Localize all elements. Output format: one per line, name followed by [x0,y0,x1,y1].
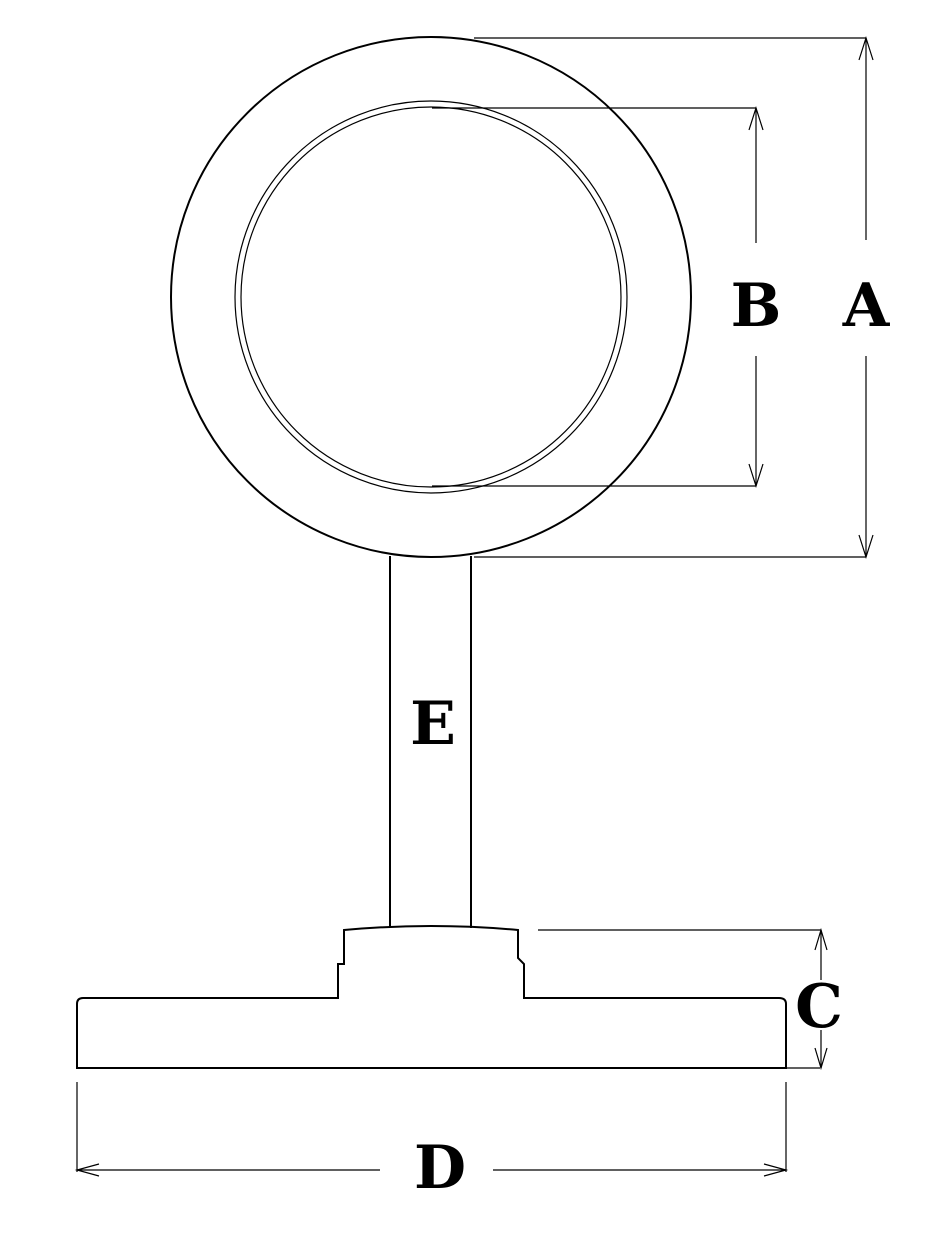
dimension-c: C [538,927,843,1071]
dimension-label-c: C [795,972,843,1042]
base-flange [76,925,787,1069]
dimension-label-e: E [410,689,456,759]
ring-inner-circle-outer-edge [234,100,628,494]
dimension-a: A [474,36,891,559]
dimension-label-b: B [731,271,782,341]
dimension-d: D [74,1082,789,1203]
dimension-label-d: D [414,1133,466,1203]
ring-outer-circle [170,36,692,558]
dimension-label-a: A [842,271,891,341]
dimension-b: B [432,106,782,488]
ring-inner-circle-inner-edge [240,106,622,488]
